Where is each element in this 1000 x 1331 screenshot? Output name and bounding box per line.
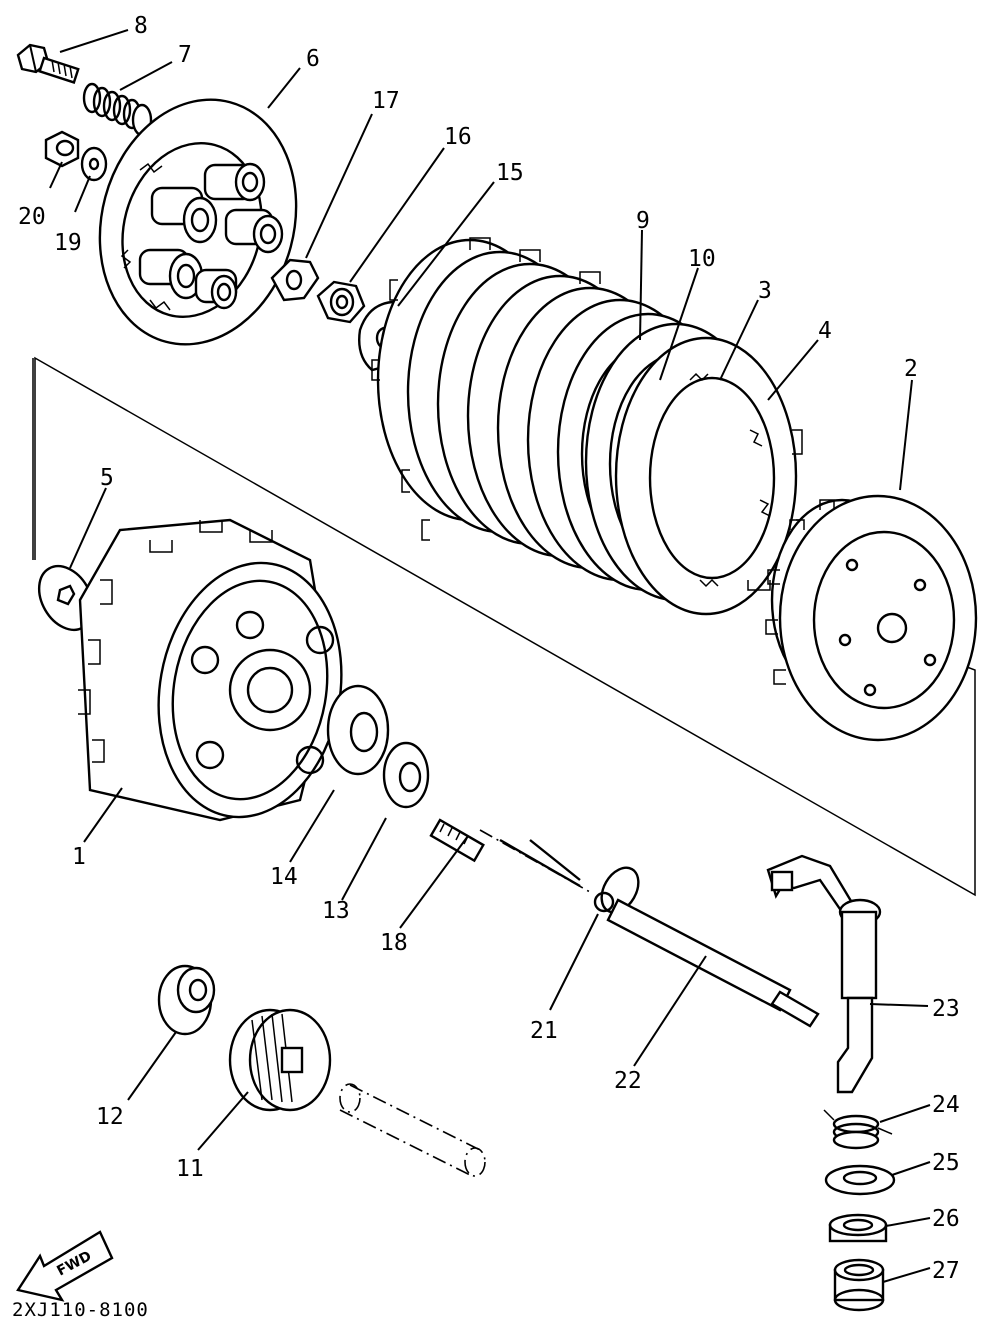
part-27-bearing: [833, 1258, 885, 1312]
part-16-clutch-nut: [316, 280, 366, 324]
callout-22: 22: [614, 1068, 642, 1094]
callout-7: 7: [178, 42, 192, 68]
callout-24: 24: [932, 1092, 960, 1118]
callout-20: 20: [18, 204, 46, 230]
part-25-washer: [824, 1164, 896, 1196]
crankshaft-reference: [339, 1083, 486, 1177]
callout-17: 17: [372, 88, 400, 114]
callout-15: 15: [496, 160, 524, 186]
part-20-nut: [44, 130, 80, 168]
part-26-oil-seal: [828, 1213, 888, 1243]
part-24-spring: [823, 1109, 893, 1150]
callout-6: 6: [306, 46, 320, 72]
callout-12: 12: [96, 1104, 124, 1130]
callout-8: 8: [134, 13, 148, 39]
callout-25: 25: [932, 1150, 960, 1176]
callout-16: 16: [444, 124, 472, 150]
part-6-pressure-plate: [98, 98, 298, 346]
callout-3: 3: [758, 278, 772, 304]
callout-14: 14: [270, 864, 298, 890]
callout-23: 23: [932, 996, 960, 1022]
part-13-washer: [382, 741, 430, 809]
callout-11: 11: [176, 1156, 204, 1182]
callout-13: 13: [322, 898, 350, 924]
leader-lines: [49, 29, 931, 1283]
callout-labels: 8 7 6 17 16 15 9 10 3 4 2 20 19 5 1 14 1…: [18, 13, 960, 1284]
callout-5: 5: [100, 465, 114, 491]
part-21-ball: [593, 866, 640, 914]
part-22-push-rod: [606, 898, 820, 1028]
part-18-push-rod: [429, 818, 591, 893]
part-1-clutch-housing: [78, 518, 343, 822]
callout-18: 18: [380, 930, 408, 956]
part-23-push-lever-shaft: [766, 854, 882, 1094]
fwd-arrow-icon: FWD: [16, 1230, 114, 1302]
part-14-thrust-washer: [326, 684, 390, 776]
part-4-clutch-plate: [614, 336, 807, 616]
callout-19: 19: [54, 230, 82, 256]
part-8-bolt: [16, 43, 80, 84]
callout-4: 4: [818, 318, 832, 344]
diagram-code: 2XJ110-8100: [12, 1299, 149, 1321]
callout-21: 21: [530, 1018, 558, 1044]
callout-1: 1: [72, 844, 86, 870]
part-19-washer: [80, 146, 108, 182]
callout-27: 27: [932, 1258, 960, 1284]
part-2-clutch-boss: [765, 494, 978, 742]
callout-2: 2: [904, 356, 918, 382]
callout-10: 10: [688, 246, 716, 272]
part-11-primary-drive-gear: [228, 1008, 332, 1112]
callout-26: 26: [932, 1206, 960, 1232]
part-12-nut: [157, 964, 216, 1036]
part-17-lock-washer: [270, 258, 320, 302]
callout-9: 9: [636, 208, 650, 234]
part-7-spring: [82, 82, 153, 137]
